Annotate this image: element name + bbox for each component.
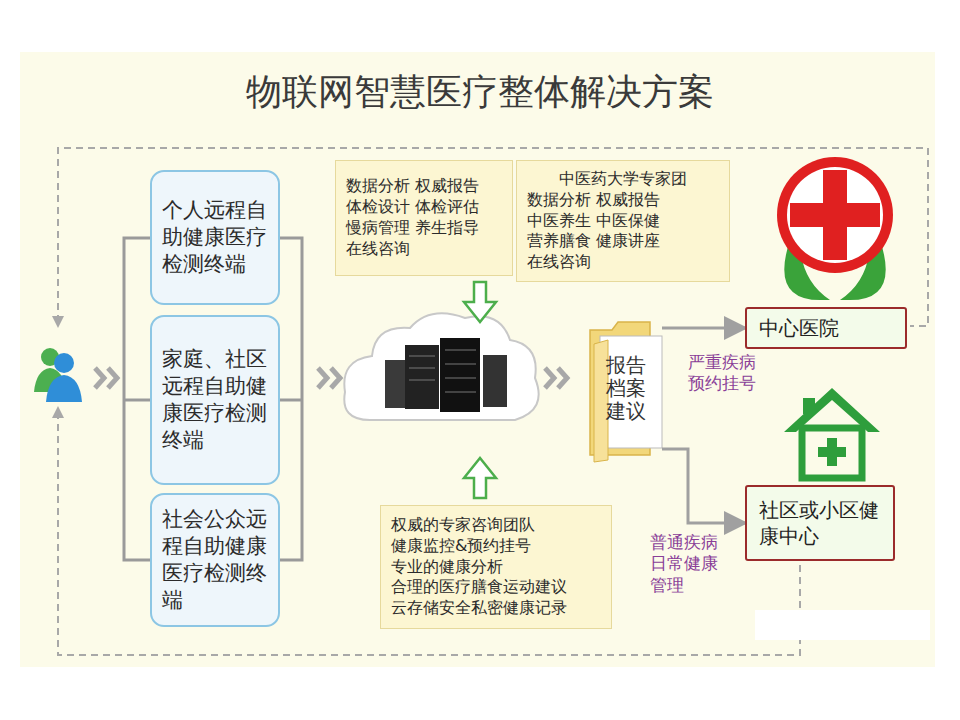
box-text: 社会公众远程自助健康医疗检测终端	[162, 506, 268, 614]
box-text: 家庭、社区远程自助健康医疗检测终端	[162, 346, 268, 454]
dashed-arrowhead	[52, 316, 64, 328]
panel-ground	[20, 52, 935, 667]
report-folder: 报告档案建议	[590, 322, 662, 455]
box-text: 个人远程自助健康医疗检测终端	[162, 197, 268, 278]
dashed-loop	[58, 148, 928, 655]
box-text: 权威的专家咨询团队 健康监控&预约挂号 专业的健康分析 合理的医疗膳食运动建议 …	[391, 515, 601, 619]
terminal-box: 家庭、社区远程自助健康医疗检测终端	[150, 315, 280, 485]
service-box: 权威的专家咨询团队 健康监控&预约挂号 专业的健康分析 合理的医疗膳食运动建议 …	[380, 505, 612, 629]
box-text: 数据分析 权威报告 体检设计 体检评估 慢病管理 养生指导 在线咨询	[346, 176, 502, 259]
terminal-box: 个人远程自助健康医疗检测终端	[150, 170, 280, 305]
connector-arrow	[662, 327, 745, 330]
box-text: 数据分析 权威报告 中医养生 中医保健 营养膳食 健康讲座 在线咨询	[527, 190, 719, 273]
user-icon	[34, 348, 82, 402]
terminal-box: 社会公众远程自助健康医疗检测终端	[150, 493, 280, 627]
box-text: 中心医院	[759, 315, 893, 341]
cloud-server	[344, 313, 538, 420]
edge-label: 严重疾病预约挂号	[688, 352, 760, 395]
hollow-arrow	[464, 282, 496, 498]
house-icon	[784, 388, 880, 478]
box-heading: 中医药大学专家团	[527, 169, 719, 190]
service-box: 数据分析 权威报告 体检设计 体检评估 慢病管理 养生指导 在线咨询	[335, 160, 513, 276]
hospital-box: 中心医院	[745, 307, 907, 349]
box-text: 报告档案建议	[606, 354, 646, 423]
box-text: 社区或小区健康中心	[759, 497, 881, 549]
diagram-title: 物联网智慧医疗整体解决方案	[0, 68, 960, 117]
blank-patch	[755, 610, 930, 640]
clinic-box: 社区或小区健康中心	[745, 485, 895, 561]
connector-arrow	[662, 449, 745, 523]
service-box: 中医药大学专家团数据分析 权威报告 中医养生 中医保健 营养膳食 健康讲座 在线…	[516, 160, 730, 282]
folder-icon	[590, 322, 662, 462]
dashed-arrowhead	[52, 406, 64, 418]
red-cross-icon	[777, 157, 893, 300]
edge-label: 普通疾病日常健康管理	[650, 532, 722, 596]
